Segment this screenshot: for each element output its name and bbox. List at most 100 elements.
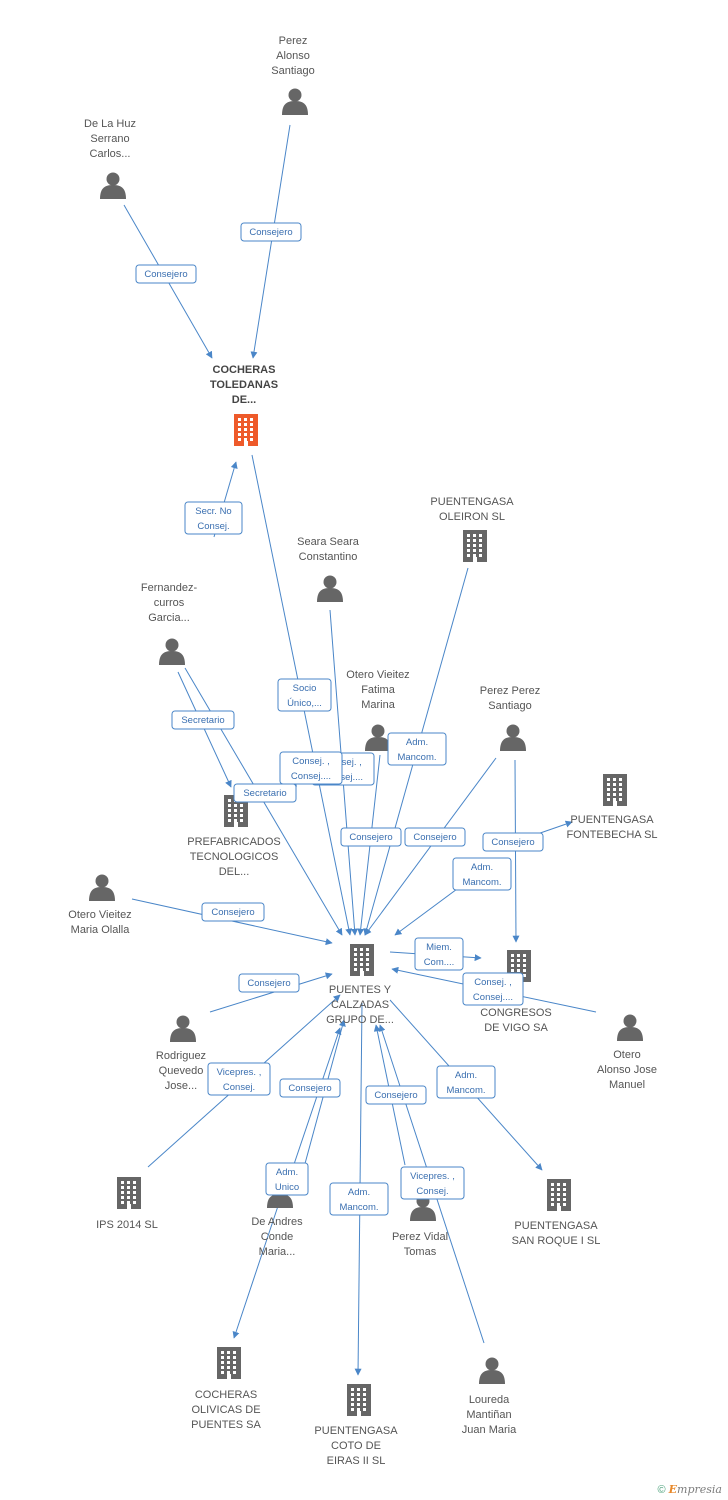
relation-label: Adm. — [471, 862, 493, 873]
relation-label: Consejero — [491, 837, 534, 848]
node-puentengasa_fontebecha[interactable]: PUENTENGASA FONTEBECHA SL — [566, 774, 658, 841]
node-label-line: curros — [154, 597, 185, 609]
edge-21 — [287, 1027, 342, 1183]
node-label-line: PUENTES SA — [191, 1419, 261, 1431]
node-label-line: Fatima — [361, 684, 396, 696]
node-label-line: PUENTES Y — [329, 984, 392, 996]
relation-r2[interactable]: Consejero — [240, 222, 302, 242]
relation-r22[interactable]: Adm. Unico — [265, 1162, 309, 1196]
brand-logo-text: mpresia — [677, 1483, 722, 1496]
node-label-line: Jose... — [165, 1080, 197, 1092]
node-label-line: Maria Olalla — [71, 924, 131, 936]
node-label-line: Maria... — [259, 1246, 296, 1258]
node-ips2014[interactable]: IPS 2014 SL — [96, 1177, 158, 1231]
relation-r17[interactable]: Consejero — [238, 973, 300, 993]
relation-r21[interactable]: Adm.Mancom. — [436, 1065, 496, 1099]
relation-r20[interactable]: Consejero — [365, 1085, 427, 1105]
edge-24 — [232, 1199, 281, 1339]
relation-r14[interactable]: Consejero — [201, 902, 265, 922]
relation-r10[interactable]: Consejero — [340, 827, 402, 847]
person-icon — [89, 874, 115, 901]
relation-r16[interactable]: Consej. ,Consej.... — [462, 972, 524, 1006]
relation-label: Socio — [293, 683, 317, 694]
relation-label: Consejero — [413, 832, 456, 843]
node-label: IPS 2014 SL — [96, 1219, 158, 1231]
building-icon — [463, 530, 487, 562]
relation-label: Consejero — [211, 907, 254, 918]
node-label-line: FONTEBECHA SL — [566, 829, 657, 841]
node-label-line: Serrano — [90, 133, 129, 145]
person-icon — [100, 172, 126, 199]
relation-label: Unico — [275, 1182, 299, 1193]
person-icon — [282, 88, 308, 115]
relation-r23[interactable]: Adm.Mancom. — [329, 1182, 389, 1216]
node-label-line: Otero Vieitez — [346, 669, 409, 681]
empresia-brand[interactable]: ©Empresia — [658, 1483, 722, 1496]
node-label-line: DEL... — [219, 866, 250, 878]
node-label-line: TECNOLOGICOS — [190, 851, 279, 863]
relation-r9[interactable]: Adm.Mancom. — [387, 732, 447, 766]
relation-r8[interactable]: Secretario — [233, 783, 297, 803]
node-label-line: DE VIGO SA — [484, 1022, 548, 1034]
node-label: PREFABRICADOS TECNOLOGICOS DEL... — [187, 836, 281, 878]
relation-label: Consejero — [288, 1083, 331, 1094]
building-icon — [347, 1384, 371, 1416]
relation-r11[interactable]: Consejero — [404, 827, 466, 847]
relation-r15[interactable]: Miem. Com.... — [414, 937, 464, 971]
relation-r12[interactable]: Consejero — [482, 832, 544, 852]
relation-r24[interactable]: Vicepres. ,Consej. — [400, 1166, 465, 1200]
person-icon — [365, 724, 391, 751]
node-label-line: PUENTENGASA — [430, 496, 514, 508]
relation-r7[interactable]: Consej. ,Consej.... — [279, 751, 343, 785]
person-icon — [500, 724, 526, 751]
person-icon — [170, 1015, 196, 1042]
relation-r18[interactable]: Vicepres. ,Consej. — [207, 1062, 271, 1096]
node-label-line: Marina — [361, 699, 396, 711]
person-icon — [617, 1014, 643, 1041]
relation-label: Consej. , — [474, 977, 512, 988]
relation-r19[interactable]: Consejero — [279, 1078, 341, 1098]
relation-r13[interactable]: Adm.Mancom. — [452, 857, 512, 891]
node-label-line: Juan Maria — [462, 1424, 517, 1436]
relation-label: Mancom. — [339, 1202, 378, 1213]
node-label-line: Garcia... — [148, 612, 190, 624]
relation-label: Com.... — [424, 957, 455, 968]
relation-r5[interactable]: Secretario — [171, 710, 235, 730]
relation-r1[interactable]: Consejero — [135, 264, 197, 284]
copyright-symbol: © — [657, 1484, 666, 1496]
relation-label: Adm. — [276, 1167, 298, 1178]
relation-label: Secretario — [243, 788, 286, 799]
edge-20 — [299, 1019, 346, 1183]
relation-label: Miem. — [426, 942, 452, 953]
relation-r4[interactable]: SocioÚnico,... — [277, 678, 332, 712]
node-label-line: Carlos... — [90, 148, 131, 160]
relation-label: Consej.... — [291, 771, 331, 782]
node-label-line: PREFABRICADOS — [187, 836, 281, 848]
node-label-line: Quevedo — [159, 1065, 204, 1077]
node-label-line: PUENTENGASA — [570, 814, 654, 826]
node-prefabricados[interactable]: PREFABRICADOS TECNOLOGICOS DEL... — [187, 795, 281, 878]
